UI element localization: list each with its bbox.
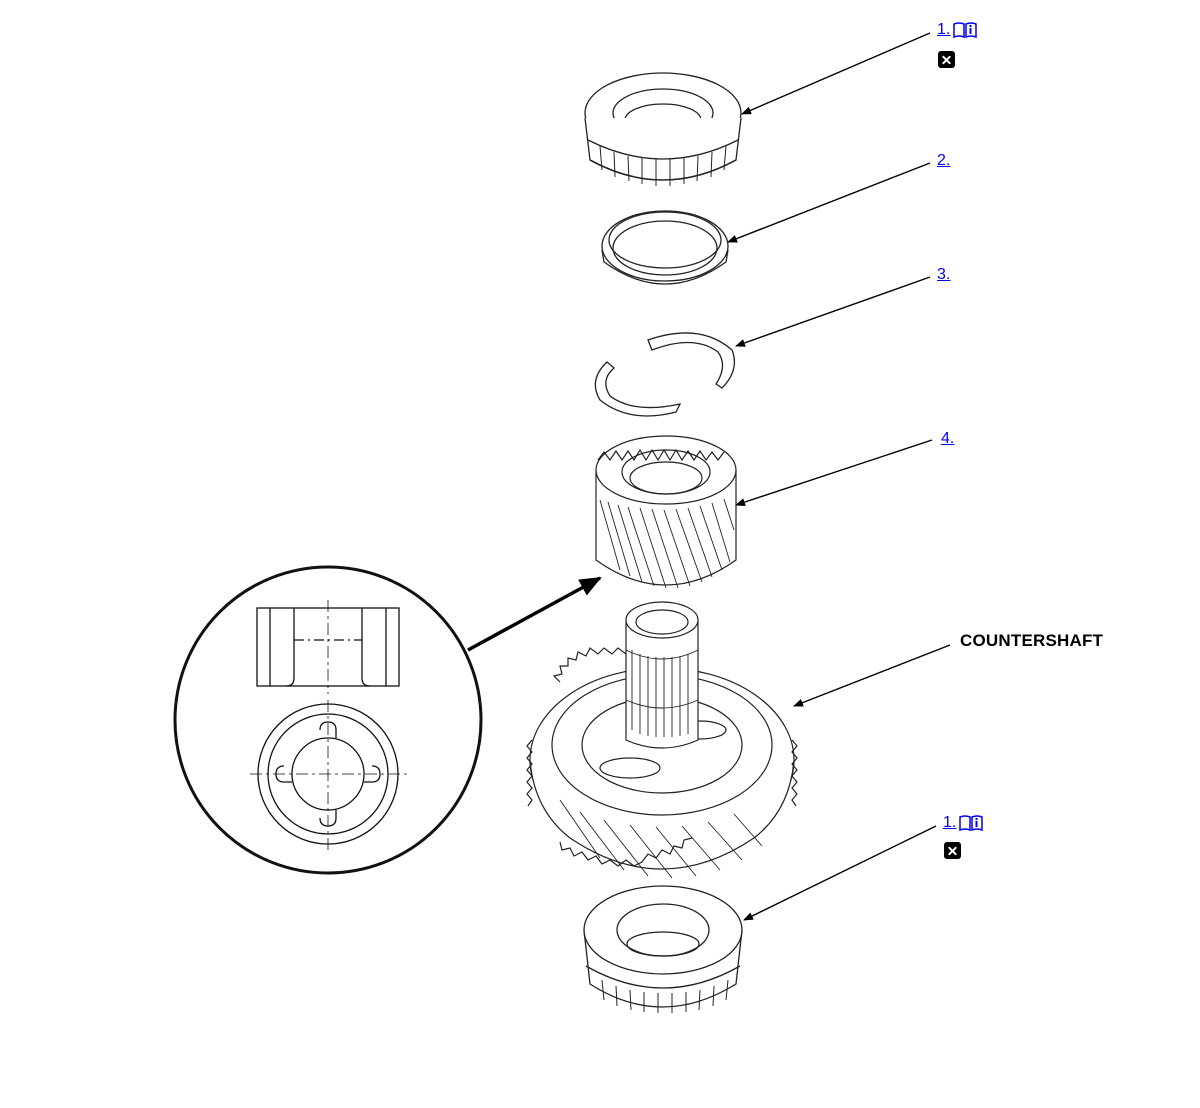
callout-1-top[interactable]: 1. [937,21,978,39]
callout-number: 3. [937,266,951,283]
callout-number: 2. [937,152,951,169]
leader-line-1-top [741,32,931,115]
leader-lines [727,32,951,921]
countershaft-label: COUNTERSHAFT [960,631,1104,650]
leader-line-countershaft [793,644,951,707]
callout-number: 1. [937,21,951,38]
bearing-bottom [583,885,743,1013]
leader-line-1-bottom [743,825,937,921]
callout-2[interactable]: 2. [937,152,950,170]
countershaft [526,601,798,879]
cotter-halves [594,332,736,417]
leader-line-3 [735,276,931,347]
thrust-washer [601,210,729,285]
helical-gear [595,435,737,589]
service-manual-book-icon[interactable] [952,21,978,39]
service-manual-book-icon[interactable] [958,814,984,832]
callout-1-bottom[interactable]: 1. [943,814,984,832]
detail-pointer-arrow [467,576,602,652]
callout-number: 1. [943,814,957,831]
callout-number: 4. [941,430,955,447]
callout-4[interactable]: 4. [941,430,954,448]
leader-line-4 [735,439,933,506]
leader-line-2 [727,162,931,243]
close-box-icon[interactable] [938,51,955,68]
detail-view-circle [173,565,483,875]
callout-3[interactable]: 3. [937,266,950,284]
bearing-top [584,72,742,186]
close-box-icon[interactable] [944,842,961,859]
